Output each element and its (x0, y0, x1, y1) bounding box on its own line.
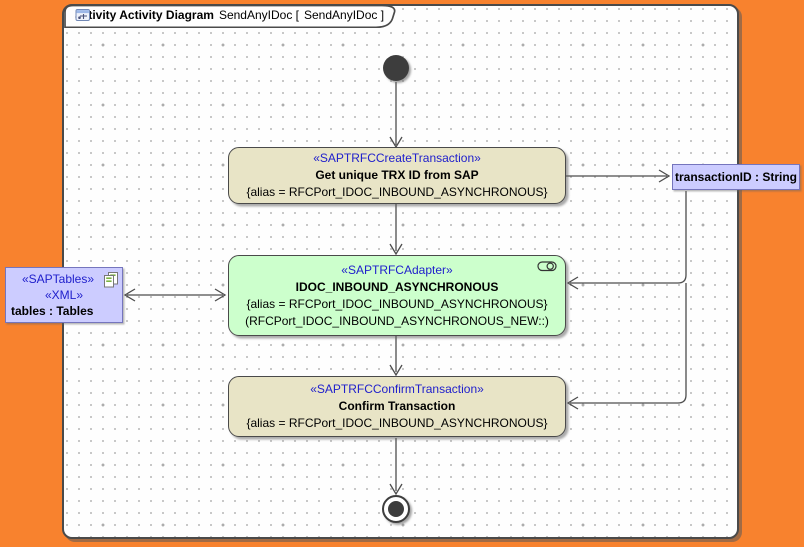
edge-create-to-adapter[interactable] (389, 204, 403, 256)
pin-transaction-id[interactable]: transactionID : String (672, 164, 800, 190)
tab-diagram-ref: SendAnyIDoc ] (304, 8, 385, 22)
pin-tables[interactable]: «SAPTables» «XML» tables : Tables (5, 267, 123, 323)
action-name: Confirm Transaction (338, 399, 456, 413)
edge-tables-to-adapter[interactable] (123, 288, 227, 302)
initial-node[interactable] (383, 55, 409, 81)
stereotype-label: «SAPTRFCConfirmTransaction» (310, 382, 484, 396)
rfc-port-label: (RFCPort_IDOC_INBOUND_ASYNCHRONOUS_NEW::… (245, 313, 549, 328)
tab-diagram-kind: activity Activity Diagram (75, 8, 214, 22)
edge-initial-to-create[interactable] (389, 82, 403, 149)
action-confirm-transaction[interactable]: «SAPTRFCConfirmTransaction» Confirm Tran… (228, 376, 566, 437)
edge-adapter-to-confirm[interactable] (389, 336, 403, 377)
activity-diagram-icon (75, 9, 90, 21)
pin-label: transactionID : String (674, 170, 797, 184)
object-flow-icon (537, 261, 557, 272)
stereotype-label: «SAPTRFCCreateTransaction» (313, 151, 481, 165)
final-node-dot (388, 501, 404, 517)
action-create-transaction[interactable]: «SAPTRFCCreateTransaction» Get unique TR… (228, 147, 566, 204)
tagged-value: {alias = RFCPort_IDOC_INBOUND_ASYNCHRONO… (246, 185, 548, 199)
pin-label: tables : Tables (11, 304, 94, 318)
tab-shape (64, 4, 396, 28)
tagged-value: {alias = RFCPort_IDOC_INBOUND_ASYNCHRONO… (246, 296, 548, 311)
stereotype-label: «XML» (44, 288, 84, 302)
action-name: IDOC_INBOUND_ASYNCHRONOUS (295, 279, 499, 294)
stereotype-label: «SAPTRFCAdapter» (341, 262, 453, 277)
edge-create-to-transaction-pin[interactable] (566, 169, 671, 183)
tab-diagram-name: SendAnyIDoc [ (218, 8, 299, 22)
activity-final-node[interactable] (382, 495, 410, 523)
edge-pin-to-adapter[interactable] (566, 191, 687, 290)
stereotype-label: «SAPTables» (21, 272, 95, 286)
edge-confirm-to-final[interactable] (389, 438, 403, 496)
copy-icon (104, 272, 118, 288)
action-idoc-adapter[interactable]: «SAPTRFCAdapter» IDOC_INBOUND_ASYNCHRONO… (228, 255, 566, 336)
tagged-value: {alias = RFCPort_IDOC_INBOUND_ASYNCHRONO… (246, 416, 548, 430)
edge-pin-to-confirm[interactable] (566, 283, 687, 410)
diagram-frame-tab[interactable]: activity Activity Diagram SendAnyIDoc [ … (64, 3, 400, 28)
action-name: Get unique TRX ID from SAP (315, 168, 479, 182)
